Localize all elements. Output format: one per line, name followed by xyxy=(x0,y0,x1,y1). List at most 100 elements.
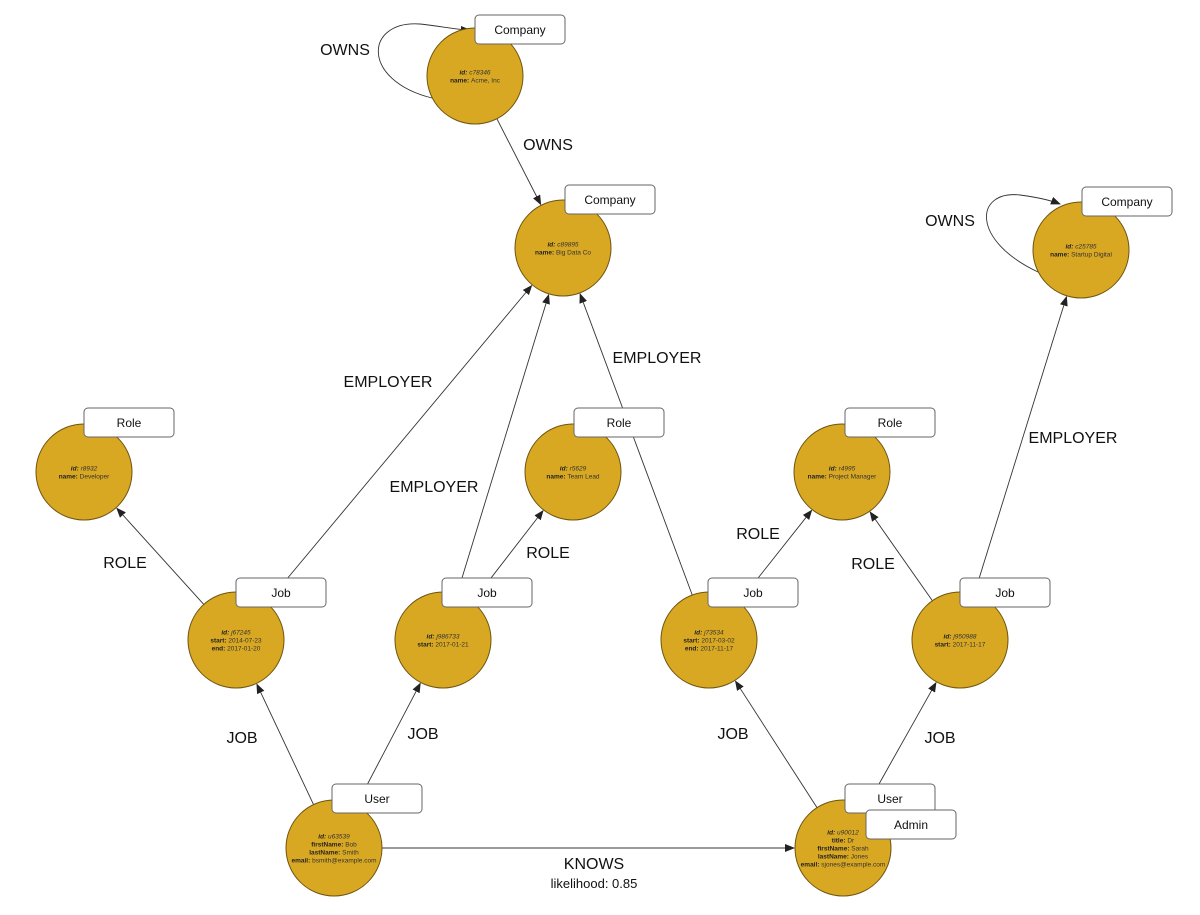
edge-role-arrow xyxy=(116,507,205,605)
label-tag-box[interactable] xyxy=(564,184,656,215)
node-property: title: Dr xyxy=(832,838,855,845)
edge-job-arrow xyxy=(256,683,314,805)
label-tag-text: Admin xyxy=(894,818,928,832)
property-separator: : xyxy=(76,474,80,481)
label-tag-user[interactable]: User xyxy=(844,783,936,814)
node-property: email: bsmith@example.com xyxy=(291,858,376,865)
property-value: c25785 xyxy=(1075,244,1097,251)
label-tag-job[interactable]: Job xyxy=(959,577,1051,608)
node-circle[interactable] xyxy=(524,423,622,521)
label-tag-company[interactable]: Company xyxy=(474,14,566,45)
edge-label-owns: OWNS xyxy=(925,213,975,230)
property-separator: : xyxy=(817,862,821,869)
node-property: start: 2017-03-02 xyxy=(683,638,735,645)
property-value: r8932 xyxy=(81,466,98,473)
property-separator: : xyxy=(308,858,312,865)
label-tag-job[interactable]: Job xyxy=(235,577,327,608)
property-value: Smith xyxy=(342,850,359,857)
label-tag-text: Job xyxy=(995,586,1015,600)
label-tag-box[interactable] xyxy=(959,577,1051,608)
label-tag-box[interactable] xyxy=(441,577,533,608)
label-tag-admin[interactable]: Admin xyxy=(865,809,957,840)
edge-label-employer: EMPLOYER xyxy=(1029,430,1118,447)
node-circle[interactable] xyxy=(793,423,891,521)
edge-label-job: JOB xyxy=(226,730,257,747)
node-circle[interactable] xyxy=(514,199,612,297)
label-tag-box[interactable] xyxy=(1081,186,1173,217)
label-tag-box[interactable] xyxy=(474,14,566,45)
property-separator: : xyxy=(341,842,345,849)
label-tag-role[interactable]: Role xyxy=(573,407,665,438)
label-tag-box[interactable] xyxy=(235,577,327,608)
label-tag-text: Job xyxy=(477,586,497,600)
label-tag-job[interactable]: Job xyxy=(707,577,799,608)
property-separator: : xyxy=(843,838,847,845)
label-tag-box[interactable] xyxy=(331,783,423,814)
property-key: name xyxy=(450,78,467,85)
property-value: bsmith@example.com xyxy=(312,858,376,865)
label-tag-role[interactable]: Role xyxy=(83,407,175,438)
label-tag-box[interactable] xyxy=(707,577,799,608)
edge-label-role: ROLE xyxy=(851,556,895,573)
property-value: Bob xyxy=(345,842,357,849)
label-tag-text: Role xyxy=(607,416,632,430)
edge-label-role: ROLE xyxy=(103,555,147,572)
label-tag-job[interactable]: Job xyxy=(441,577,533,608)
label-tag-company[interactable]: Company xyxy=(564,184,656,215)
property-value: c89895 xyxy=(557,242,579,249)
property-value: j73534 xyxy=(703,630,724,637)
property-key: title xyxy=(832,838,844,845)
label-tag-box[interactable] xyxy=(83,407,175,438)
property-separator: : xyxy=(224,638,228,645)
node-property: name: Acme, Inc xyxy=(450,78,501,85)
node-property: id: c78346 xyxy=(459,70,490,77)
edge-employer-arrow xyxy=(973,295,1068,595)
property-key: id xyxy=(547,242,554,249)
label-tag-box[interactable] xyxy=(573,407,665,438)
edge-label-owns: OWNS xyxy=(320,42,370,59)
node-property: end: 2017-01-20 xyxy=(212,646,261,653)
edge-role-arrow xyxy=(869,511,933,601)
edge-label-role: ROLE xyxy=(526,545,570,562)
node-property: id: u63539 xyxy=(318,834,350,841)
property-separator: : xyxy=(1071,244,1075,251)
label-tag-company[interactable]: Company xyxy=(1081,186,1173,217)
property-key: lastName xyxy=(309,850,338,857)
label-tag-text: Company xyxy=(494,23,545,37)
label-tag-user[interactable]: User xyxy=(331,783,423,814)
label-tag-box[interactable] xyxy=(865,809,957,840)
property-separator: : xyxy=(1067,252,1071,259)
property-separator: : xyxy=(847,854,851,861)
node-circle[interactable] xyxy=(1032,201,1130,299)
edge-owns-arrow xyxy=(986,194,1061,273)
edge-label-knows: KNOWS xyxy=(564,856,624,873)
edge-employer-arrow xyxy=(266,284,533,604)
property-value: Jones xyxy=(851,854,869,861)
label-tag-role[interactable]: Role xyxy=(844,407,936,438)
node-property: id: j67245 xyxy=(221,630,251,637)
property-separator: : xyxy=(700,630,704,637)
node-property: name: Project Manager xyxy=(808,474,877,481)
property-key: name xyxy=(59,474,76,481)
property-value: Big Data Co xyxy=(556,250,591,257)
property-value: 2014-07-23 xyxy=(228,638,262,645)
property-key: name xyxy=(535,250,552,257)
edge-label-employer: EMPLOYER xyxy=(390,479,479,496)
node-property: lastName: Jones xyxy=(818,854,869,861)
edge-label-role: ROLE xyxy=(736,526,780,543)
label-tag-box[interactable] xyxy=(844,407,936,438)
property-separator: : xyxy=(77,466,81,473)
property-value: r4995 xyxy=(839,466,856,473)
node-property: start: 2017-11-17 xyxy=(935,642,986,649)
